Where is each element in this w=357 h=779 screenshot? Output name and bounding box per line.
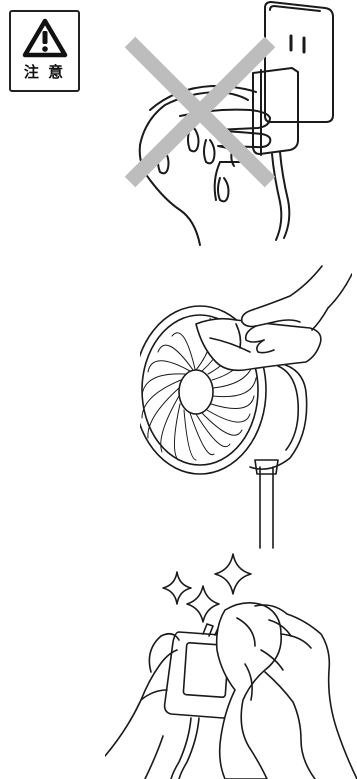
wipe-fan-with-cloth-icon bbox=[140, 262, 352, 552]
caution-badge: 注 意 bbox=[9, 10, 80, 92]
warning-triangle-icon bbox=[22, 18, 68, 58]
no-wet-hands-unplug-icon bbox=[120, 0, 357, 250]
wipe-adapter-with-cloth-icon bbox=[105, 540, 357, 779]
caution-label: 注 意 bbox=[11, 61, 78, 82]
